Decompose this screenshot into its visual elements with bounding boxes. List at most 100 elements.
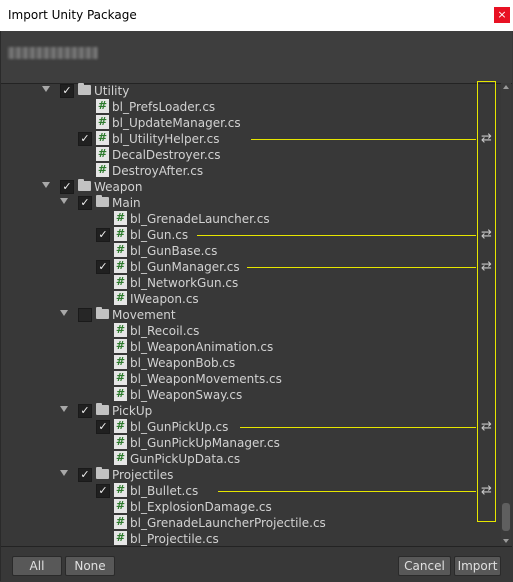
tree-item-label: Utility	[94, 84, 130, 98]
folder-icon	[96, 467, 109, 479]
close-icon[interactable]: ×	[494, 7, 510, 23]
tree-item-label: bl_NetworkGun.cs	[130, 276, 239, 290]
checkbox[interactable]: ✓	[78, 132, 92, 146]
checkbox[interactable]: ✓	[78, 468, 92, 482]
tree-file-row[interactable]: #GunPickUpData.cs	[0, 451, 470, 467]
csharp-script-icon: #	[114, 243, 127, 257]
tree-file-row[interactable]: #bl_Projectile.cs	[0, 531, 470, 546]
tree-folder-row[interactable]: ✓Weapon	[0, 179, 470, 195]
folder-icon	[78, 179, 91, 191]
csharp-script-icon: #	[114, 211, 127, 225]
tree-file-row[interactable]: #bl_GunPickUpManager.cs	[0, 435, 470, 451]
csharp-script-icon: #	[114, 259, 127, 273]
checkbox[interactable]: ✓	[78, 404, 92, 418]
csharp-script-icon: #	[114, 275, 127, 289]
tree-folder-row[interactable]: ✓ Utility	[0, 83, 470, 99]
tree-item-label: PickUp	[112, 404, 153, 418]
tree-file-row[interactable]: #bl_WeaponMovements.cs	[0, 371, 470, 387]
tree-item-label: bl_Recoil.cs	[130, 324, 200, 338]
tree-file-row[interactable]: #bl_GrenadeLauncher.cs	[0, 211, 470, 227]
tree-file-row[interactable]: ✓#bl_UtilityHelper.cs	[0, 131, 470, 147]
checkbox[interactable]: ✓	[60, 180, 74, 194]
tree-item-label: bl_GunPickUp.cs	[130, 420, 229, 434]
expand-arrow-icon[interactable]	[60, 310, 68, 316]
checkbox[interactable]: ✓	[96, 484, 110, 498]
folder-icon	[96, 307, 109, 319]
tree-file-row[interactable]: #bl_NetworkGun.cs	[0, 275, 470, 291]
checkbox[interactable]: ✓	[96, 420, 110, 434]
folder-icon	[96, 195, 109, 207]
scroll-down-icon[interactable]	[503, 539, 509, 543]
folder-icon	[96, 403, 109, 415]
tree-file-row[interactable]: #bl_WeaponSway.cs	[0, 387, 470, 403]
checkbox[interactable]	[78, 308, 92, 322]
tree-file-row[interactable]: #bl_UpdateManager.cs	[0, 115, 470, 131]
tree-file-row[interactable]: #bl_WeaponBob.cs	[0, 355, 470, 371]
tree-file-row[interactable]: ✓ #bl_GunPickUp.cs	[0, 419, 470, 435]
window-title: Import Unity Package	[8, 8, 137, 22]
tree-file-row[interactable]: #bl_ExplosionDamage.cs	[0, 499, 470, 515]
tree-folder-row[interactable]: Movement	[0, 307, 470, 323]
tree-file-row[interactable]: #bl_Recoil.cs	[0, 323, 470, 339]
change-connector-line	[247, 267, 476, 268]
tree-file-row[interactable]: ✓#bl_GunManager.cs	[0, 259, 470, 275]
tree-item-label: bl_UtilityHelper.cs	[112, 132, 220, 146]
tree-item-label: bl_Gun.cs	[130, 228, 189, 242]
change-connector-line	[240, 427, 476, 428]
expand-arrow-icon[interactable]	[42, 86, 50, 92]
csharp-script-icon: #	[114, 531, 127, 545]
tree-file-row[interactable]: ✓#bl_Gun.cs	[0, 227, 470, 243]
tree-file-row[interactable]: #bl_PrefsLoader.cs	[0, 99, 470, 115]
scroll-up-icon[interactable]	[503, 85, 509, 89]
tree-item-label: bl_GrenadeLauncherProjectile.cs	[130, 516, 326, 530]
checkbox[interactable]: ✓	[78, 196, 92, 210]
select-none-button[interactable]: None	[65, 556, 115, 576]
select-all-button[interactable]: All	[12, 556, 62, 576]
checkbox[interactable]: ✓	[96, 260, 110, 274]
tree-item-label: bl_Projectile.cs	[130, 532, 219, 546]
change-connector-line	[250, 139, 476, 140]
sync-icon[interactable]: ⇄	[481, 227, 492, 242]
sync-icon[interactable]: ⇄	[481, 419, 492, 434]
csharp-script-icon: #	[96, 163, 109, 177]
tree-file-row[interactable]: #DecalDestroyer.cs	[0, 147, 470, 163]
import-button[interactable]: Import	[454, 556, 501, 576]
tree-folder-row[interactable]: ✓ Main	[0, 195, 470, 211]
window-border	[0, 31, 1, 581]
tree-item-label: bl_WeaponSway.cs	[130, 388, 243, 402]
tree-file-row[interactable]: #bl_GunBase.cs	[0, 243, 470, 259]
changed-files-highlight	[477, 81, 496, 522]
tree-file-row[interactable]: #bl_GrenadeLauncherProjectile.cs	[0, 515, 470, 531]
tree-folder-row[interactable]: ✓ Projectiles	[0, 467, 470, 483]
sync-icon[interactable]: ⇄	[481, 131, 492, 146]
tree-item-label: bl_UpdateManager.cs	[112, 116, 241, 130]
tree-item-label: DecalDestroyer.cs	[112, 148, 221, 162]
csharp-script-icon: #	[114, 515, 127, 529]
tree-folder-row[interactable]: ✓ PickUp	[0, 403, 470, 419]
checkbox[interactable]: ✓	[60, 84, 74, 98]
tree-item-label: Main	[112, 196, 141, 210]
tree-item-label: bl_ExplosionDamage.cs	[130, 500, 272, 514]
sync-icon[interactable]: ⇄	[481, 259, 492, 274]
checkbox[interactable]: ✓	[96, 228, 110, 242]
sync-icon[interactable]: ⇄	[481, 483, 492, 498]
csharp-script-icon: #	[96, 99, 109, 113]
csharp-script-icon: #	[114, 387, 127, 401]
expand-arrow-icon[interactable]	[60, 470, 68, 476]
expand-arrow-icon[interactable]	[60, 406, 68, 412]
tree-file-row[interactable]: #bl_WeaponAnimation.cs	[0, 339, 470, 355]
tree-file-row[interactable]: #IWeapon.cs	[0, 291, 470, 307]
footer-bar: All None Cancel Import	[1, 546, 512, 582]
change-connector-line	[196, 235, 476, 236]
expand-arrow-icon[interactable]	[60, 198, 68, 204]
tree-scrollbar[interactable]	[501, 83, 511, 545]
scrollbar-thumb[interactable]	[502, 503, 510, 531]
tree-item-label: Movement	[112, 308, 176, 322]
csharp-script-icon: #	[114, 419, 127, 433]
tree-file-row[interactable]: ✓#bl_Bullet.cs	[0, 483, 470, 499]
cancel-button[interactable]: Cancel	[398, 556, 451, 576]
csharp-script-icon: #	[114, 483, 127, 497]
tree-item-label: Projectiles	[112, 468, 174, 482]
expand-arrow-icon[interactable]	[42, 182, 50, 188]
tree-file-row[interactable]: #DestroyAfter.cs	[0, 163, 470, 179]
